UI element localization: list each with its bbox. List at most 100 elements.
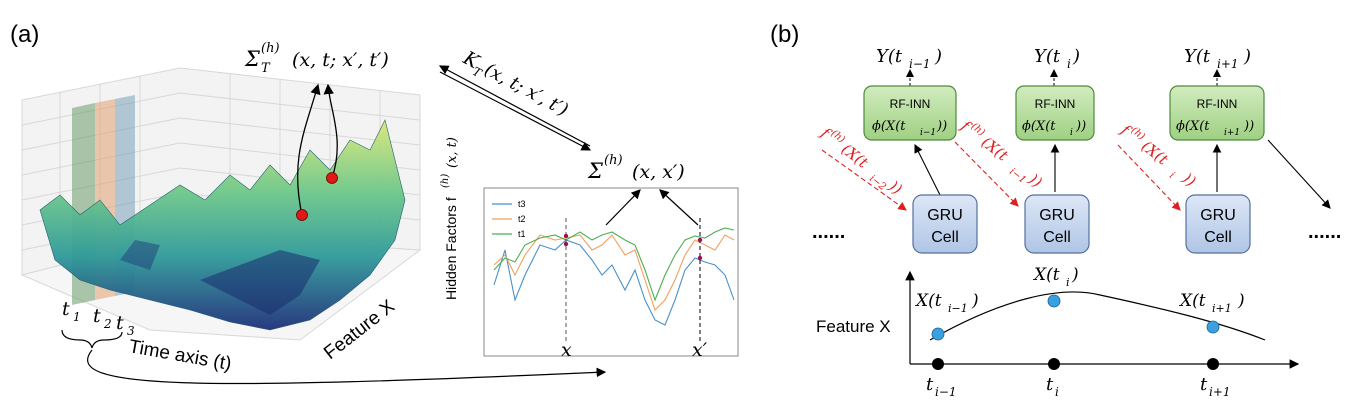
feature-x-label-b: Feature X: [816, 317, 891, 336]
svg-text:Cell: Cell: [931, 229, 959, 246]
recurrent-arrow-1: [821, 149, 907, 211]
recurrent-arrow-3: [1117, 144, 1181, 211]
svg-text:(X(t: (X(t: [978, 133, 1012, 165]
svg-text:t: t: [1200, 374, 1208, 395]
time-axis-label: Time axis (t): [127, 336, 233, 375]
svg-text:(x, t; x′, t′): (x, t; x′, t′): [292, 49, 389, 71]
svg-text:i+1: i+1: [1217, 57, 1239, 71]
time-ticks: t 1 t 2 t 3: [62, 298, 135, 338]
svg-text:)): )): [1243, 119, 1254, 134]
svg-text:Hidden Factors f: Hidden Factors f: [443, 197, 459, 300]
svg-text:)): )): [1075, 119, 1086, 134]
svg-text:Y(t: Y(t: [876, 46, 903, 67]
svg-text:(h): (h): [440, 174, 451, 188]
hidden-factors-label: Hidden Factors f (h) (x, t): [440, 137, 460, 300]
svg-text:RF-INN: RF-INN: [1035, 97, 1076, 111]
svg-text:ϕ(X(t: ϕ(X(t: [872, 119, 906, 134]
series-t2: [493, 234, 735, 312]
feature-point-2: [1047, 294, 1061, 308]
svg-text:t1: t1: [518, 229, 526, 239]
svg-text:i: i: [1067, 57, 1071, 71]
svg-text:i−1: i−1: [1007, 166, 1028, 186]
svg-text:(x, t): (x, t): [445, 137, 460, 168]
kernel-K-label: K T (x, t; x′, t′): [459, 47, 572, 121]
svg-text:2: 2: [103, 317, 112, 331]
time-point-3: [1207, 358, 1219, 370]
time-brace: [61, 329, 123, 349]
svg-text:i: i: [1066, 276, 1070, 289]
time-to-plot-arrow: [87, 349, 607, 385]
svg-text:ϕ(X(t: ϕ(X(t: [1176, 119, 1210, 134]
svg-text:)): )): [1178, 168, 1199, 190]
svg-text:RF-INN: RF-INN: [890, 97, 931, 111]
svg-text:Y(t: Y(t: [1184, 46, 1211, 67]
svg-text:i−1: i−1: [935, 385, 957, 399]
svg-text:t: t: [116, 312, 124, 334]
svg-text:)): )): [885, 176, 906, 198]
feature-point-labels: X(t i−1 ) X(t i ) X(t i+1 ): [914, 265, 1245, 315]
svg-text:i−1: i−1: [948, 302, 968, 315]
svg-text:i−1: i−1: [909, 57, 931, 71]
rf-inn-block-1: RF-INN ϕ(X(t i−1 )): [863, 85, 957, 141]
svg-text:)): )): [1025, 169, 1046, 191]
svg-text:(h): (h): [1129, 125, 1147, 142]
svg-text:t: t: [1046, 374, 1054, 395]
svg-text:Cell: Cell: [1204, 229, 1232, 246]
svg-text:(h): (h): [829, 128, 847, 145]
panel-a-label: (a): [10, 21, 39, 48]
svg-text:X(t: X(t: [1178, 291, 1206, 311]
svg-text:Y(t: Y(t: [1034, 46, 1061, 67]
svg-text:RF-INN: RF-INN: [1197, 97, 1238, 111]
hidden-factor-surface: [39, 119, 406, 331]
svg-text:(X(t: (X(t: [838, 140, 872, 172]
sigma-T-label: Σ (h) T (x, t; x′, t′): [244, 41, 389, 76]
x-prime-marker-label: x′: [692, 339, 708, 361]
svg-text:): ): [934, 46, 942, 67]
svg-text:1: 1: [73, 310, 81, 324]
feature-point-1: [931, 327, 945, 341]
svg-text:GRU: GRU: [927, 207, 963, 224]
svg-text:t2: t2: [518, 214, 526, 224]
time-point-1: [932, 358, 944, 370]
x-marker-label: x: [561, 339, 572, 361]
svg-text:t: t: [93, 305, 101, 327]
ellipsis-left: ......: [812, 221, 845, 243]
svg-text:i−2: i−2: [867, 173, 888, 193]
ellipsis-right: ......: [1308, 221, 1341, 243]
svg-text:i: i: [1070, 128, 1073, 138]
svg-text:)): )): [936, 119, 947, 134]
sigma-label: Σ (h) (x, x′): [587, 153, 685, 183]
svg-text:i+1: i+1: [1224, 128, 1240, 138]
surface-point-2: [326, 172, 338, 184]
svg-text:3: 3: [127, 324, 135, 338]
time-tick-labels: t i−1 t i t i+1: [926, 374, 1231, 399]
panel-b-label: (b): [770, 21, 799, 48]
svg-text:Cell: Cell: [1043, 229, 1071, 246]
svg-text:GRU: GRU: [1039, 207, 1075, 224]
svg-text:ϕ(X(t: ϕ(X(t: [1022, 119, 1056, 134]
gru-cell-1: GRU Cell: [912, 194, 978, 254]
svg-text:Σ: Σ: [587, 159, 603, 183]
svg-text:i+1: i+1: [1212, 302, 1232, 315]
svg-text:Σ: Σ: [244, 47, 260, 71]
svg-text:): ): [1072, 46, 1080, 67]
output-labels: Y(t i−1 ) Y(t i ) Y(t i+1 ): [876, 46, 1251, 71]
svg-text:i+1: i+1: [1209, 385, 1231, 399]
svg-text:(h): (h): [261, 41, 280, 56]
gru-cell-2: GRU Cell: [1024, 194, 1090, 254]
svg-text:): ): [1243, 46, 1251, 67]
svg-text:i: i: [1055, 385, 1059, 399]
time-point-2: [1048, 358, 1060, 370]
svg-text:): ): [971, 291, 979, 311]
svg-text:i−1: i−1: [920, 128, 936, 138]
inset-legend: t3 t2 t1: [492, 199, 526, 239]
feature-curve: [929, 291, 1266, 341]
sigma-link-2: [323, 83, 338, 179]
svg-text:): ): [1237, 291, 1245, 311]
gru-cell-3: GRU Cell: [1185, 194, 1251, 254]
svg-text:): ): [1071, 265, 1079, 285]
svg-text:X(t: X(t: [1032, 265, 1060, 285]
svg-text:i: i: [1167, 170, 1176, 181]
svg-text:(h): (h): [969, 121, 987, 138]
